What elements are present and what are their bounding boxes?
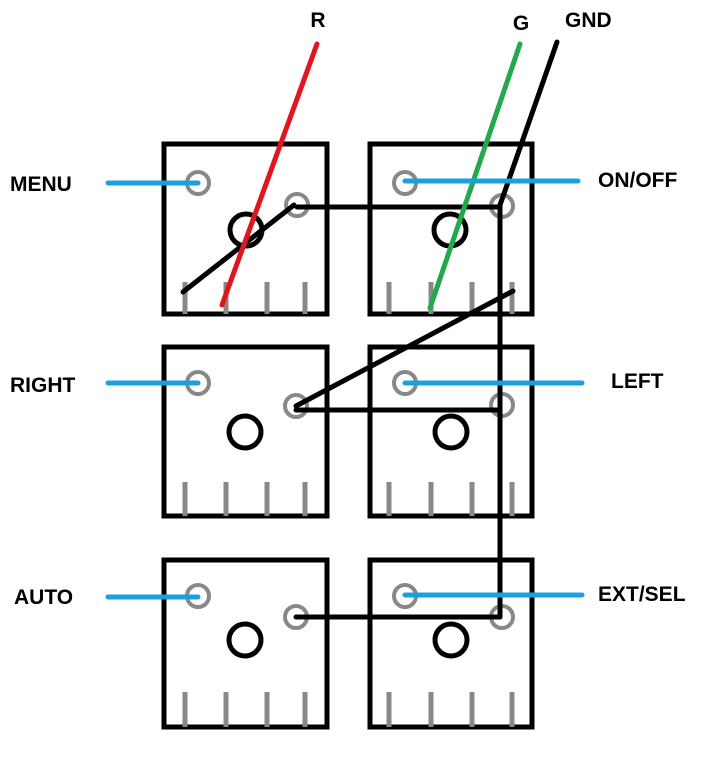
label-right: RIGHT	[10, 374, 76, 397]
switch-legs	[182, 692, 308, 727]
gnd-wiring	[180, 39, 560, 620]
switch-legs	[182, 482, 308, 516]
switch-body	[161, 141, 330, 317]
switch-legs	[386, 482, 515, 516]
switch-body	[367, 557, 535, 730]
label-ext-sel: EXT/SEL	[598, 583, 686, 606]
button-actuator	[432, 413, 470, 451]
button-actuator	[226, 413, 264, 451]
button-actuator	[226, 621, 264, 659]
gnd-wire-lead	[497, 39, 560, 208]
pin-common	[283, 393, 309, 419]
switch-ext-sel	[367, 557, 535, 730]
switch-legs	[386, 282, 515, 314]
switch-body	[367, 141, 535, 317]
switch-right	[161, 344, 330, 519]
menu-common-wire	[180, 202, 297, 295]
switch-legs	[386, 692, 515, 727]
label-leads	[105, 178, 585, 600]
label-left: LEFT	[611, 370, 664, 393]
button-actuator	[432, 621, 470, 659]
label-menu: MENU	[10, 173, 72, 196]
red-wire	[219, 41, 320, 308]
switch-body	[367, 344, 535, 519]
switch-body	[161, 344, 330, 519]
right-common-diagonal-wire	[293, 288, 516, 409]
green-wire	[427, 41, 523, 311]
switch-auto	[161, 557, 330, 730]
label-auto: AUTO	[14, 586, 73, 609]
switch-left	[367, 344, 535, 519]
label-on-off: ON/OFF	[598, 169, 677, 192]
wire-label-gnd: GND	[565, 9, 612, 32]
wire-label-g: G	[513, 12, 529, 35]
switch-legs	[182, 282, 308, 314]
switch-body	[161, 557, 330, 730]
switch-on-off	[367, 141, 535, 317]
wire-label-r: R	[310, 9, 325, 32]
